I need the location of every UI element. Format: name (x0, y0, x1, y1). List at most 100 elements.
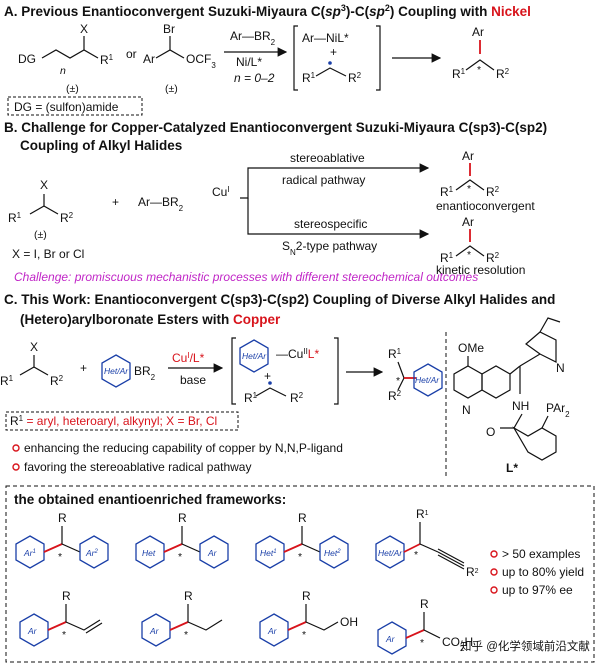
svg-text:*: * (58, 551, 62, 563)
svg-text:R2: R2 (486, 251, 500, 266)
svg-text:R2: R2 (466, 565, 479, 579)
svg-text:OMe: OMe (458, 341, 484, 355)
svg-text:*: * (184, 629, 188, 641)
svg-text:R: R (62, 589, 71, 603)
section-b-title-2: Coupling of Alkyl Halides (20, 138, 182, 153)
svg-text:(±): (±) (66, 83, 79, 95)
svg-text:PAr2: PAr2 (546, 401, 570, 419)
frameworks-title: the obtained enantioenriched frameworks: (14, 492, 286, 507)
substrate-b-alkyl-halide: X R1 R2 (±) X = I, Br or Cl (8, 178, 84, 261)
svg-text:up to 97% ee: up to 97% ee (502, 583, 573, 597)
svg-text:*: * (396, 375, 400, 387)
framework-het-het: Het1 R * Het2 (255, 511, 349, 569)
svg-text:Het: Het (142, 548, 156, 558)
path-radical-top: stereoablative (290, 151, 365, 165)
product-b-convergent: Ar * R1 R2 enantioconvergent (436, 149, 535, 213)
svg-text:R1: R1 (416, 507, 429, 521)
svg-text:n: n (60, 65, 66, 77)
svg-text:O: O (486, 425, 495, 439)
product-c: R1 R2 * Het/Ar (388, 347, 443, 404)
substrate-c-alkyl-halide: X R1 R2 (0, 340, 64, 388)
svg-text:Het/Ar: Het/Ar (415, 375, 440, 385)
svg-text:Ar1: Ar1 (23, 548, 36, 558)
section-a-title: A. Previous Enantioconvergent Suzuki-Miy… (4, 3, 531, 19)
framework-het-ar: Het R * Ar (135, 511, 229, 569)
svg-text:X: X (30, 340, 38, 354)
svg-text:*: * (298, 551, 302, 563)
svg-text:Ar: Ar (462, 149, 474, 163)
product-b-kinetic: Ar * R1 R2 kinetic resolution (436, 215, 525, 277)
svg-text:Ar: Ar (267, 626, 278, 636)
frameworks-box (5, 485, 595, 663)
svg-text:*: * (178, 551, 182, 563)
r1-scope-text: R1 = aryl, heteroaryl, alkynyl; X = Br, … (10, 414, 217, 429)
substrate-dg-alkyl-halide: DG X n R1 (±) (18, 22, 114, 95)
svg-text:*: * (302, 629, 306, 641)
svg-text:OCF3: OCF3 (186, 52, 216, 70)
path-sn2-top: stereospecific (294, 217, 367, 231)
bullet-icon (12, 463, 20, 471)
framework-ethyl: Ar R * (141, 589, 223, 647)
svg-text:N: N (462, 403, 471, 417)
svg-text:Het2: Het2 (324, 548, 341, 558)
svg-text:Ar: Ar (149, 626, 160, 636)
svg-text:R1: R1 (0, 374, 14, 389)
svg-text:*: * (467, 249, 471, 261)
svg-text:Ar: Ar (472, 25, 484, 39)
dg-definition-box (7, 96, 143, 116)
path-radical-bottom: radical pathway (282, 173, 365, 187)
cu-catalyst-c: CuI/L* (172, 351, 205, 366)
watermark: 知乎 @化学领域前沿文献 (460, 639, 590, 653)
svg-text:R: R (184, 589, 193, 603)
product-a: Ar * R1 R2 (452, 25, 510, 81)
section-c-title-1: C. This Work: Enantioconvergent C(sp3)-C… (4, 292, 555, 307)
svg-text:R1: R1 (388, 347, 402, 362)
framework-alkyne: Het/Ar R1 * R2 (375, 507, 479, 579)
svg-text:Ar: Ar (143, 52, 155, 66)
svg-text:*: * (467, 183, 471, 195)
svg-text:R2: R2 (388, 389, 402, 404)
reagent-nil: Ni/L* (236, 55, 262, 69)
svg-text:*: * (62, 629, 66, 641)
framework-allyl: Ar R * (19, 589, 103, 647)
svg-text:BR2: BR2 (134, 364, 156, 382)
radical-intermediate: R1 R2 (302, 61, 362, 85)
svg-text:R1: R1 (302, 71, 316, 86)
svg-text:(±): (±) (34, 229, 47, 241)
svg-text:R: R (58, 511, 67, 525)
bullet-icon (12, 444, 20, 452)
base-label: base (180, 373, 206, 387)
section-b-title-1: B. Challenge for Copper-Catalyzed Enanti… (4, 120, 547, 135)
svg-text:R: R (298, 511, 307, 525)
svg-text:Ar: Ar (385, 634, 396, 644)
cu-catalyst-b: CuI (212, 185, 230, 200)
svg-text:R2: R2 (486, 185, 500, 200)
section-c-title-2: (Hetero)arylboronate Esters with Copper (20, 312, 281, 327)
svg-text:(±): (±) (165, 83, 178, 95)
svg-text:R1: R1 (452, 67, 466, 82)
svg-text:enantioconvergent: enantioconvergent (436, 199, 535, 213)
framework-alcohol: Ar R * OH (259, 589, 358, 647)
svg-text:R: R (420, 597, 429, 611)
dg-definition-text: DG = (sulfon)amide (14, 100, 119, 114)
svg-text:X = I, Br or Cl: X = I, Br or Cl (12, 247, 84, 261)
svg-text:+: + (80, 361, 87, 375)
framework-diaryl-1: Ar1 R * Ar2 (15, 511, 109, 569)
b-aryl-boronate: Ar—BR2 (138, 195, 184, 213)
svg-text:> 50 examples: > 50 examples (502, 547, 580, 561)
svg-text:R2: R2 (290, 391, 304, 406)
reagent-arboronate: Ar—BR2 (230, 29, 276, 47)
svg-text:R1: R1 (8, 211, 22, 226)
svg-text:R2: R2 (496, 67, 510, 82)
svg-text:Het/Ar: Het/Ar (242, 351, 267, 361)
svg-text:R: R (178, 511, 187, 525)
svg-text:Ar: Ar (27, 626, 38, 636)
svg-text:DG: DG (18, 52, 36, 66)
svg-text:Br: Br (163, 22, 175, 36)
r1-scope-box (5, 411, 239, 431)
svg-text:Het/Ar: Het/Ar (378, 548, 403, 558)
svg-text:R2: R2 (50, 374, 64, 389)
svg-text:R1: R1 (100, 53, 114, 68)
svg-text:CO2H: CO2H (442, 635, 473, 653)
